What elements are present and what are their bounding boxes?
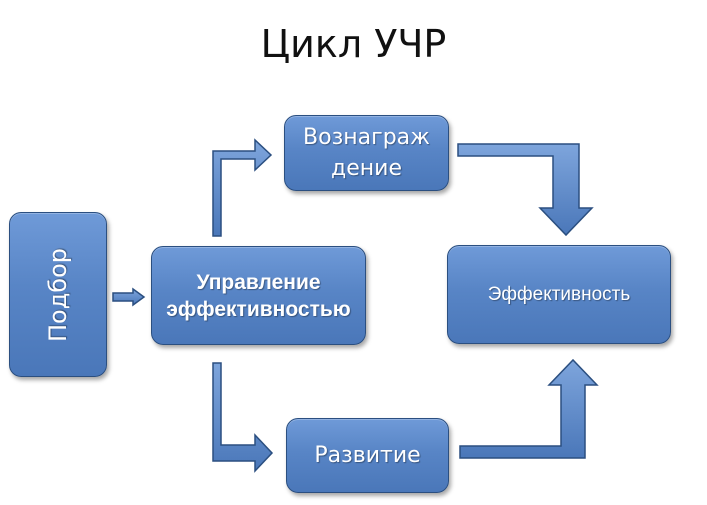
node-performance-management-label: Управление эффективностью — [166, 270, 351, 321]
node-podbor-label: Подбор — [43, 247, 72, 342]
arrow-development-to-efficiency — [459, 358, 599, 459]
arrow-management-to-reward — [212, 138, 273, 237]
node-efficiency-label: Эффективность — [487, 283, 631, 305]
arrow-reward-to-efficiency — [457, 143, 594, 237]
diagram-title: Цикл УЧР — [260, 22, 447, 66]
node-podbor: Подбор — [9, 212, 107, 377]
node-reward-label: Вознаграж дение — [303, 125, 430, 181]
node-efficiency: Эффективность — [447, 245, 671, 344]
node-reward: Вознаграж дение — [284, 115, 449, 191]
node-development-label: Развитие — [314, 443, 421, 468]
arrow-management-to-development — [212, 362, 274, 473]
node-development: Развитие — [286, 418, 449, 493]
node-performance-management: Управление эффективностью — [151, 246, 366, 345]
arrow-podbor-to-management — [112, 287, 146, 307]
